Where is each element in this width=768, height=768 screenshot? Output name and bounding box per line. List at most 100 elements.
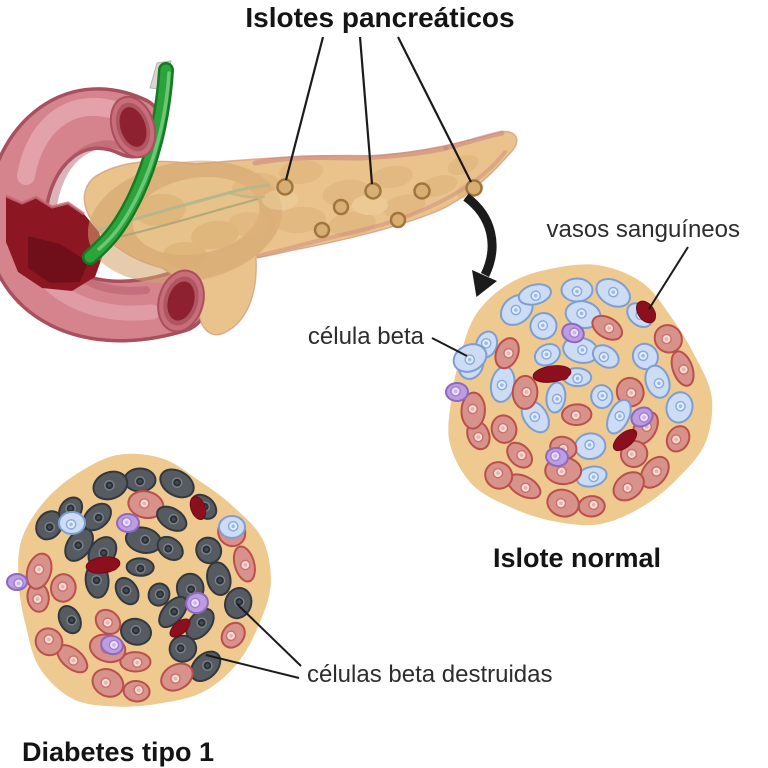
pancreatic-duct-branch2 [227, 192, 266, 199]
blood-vessel [612, 429, 638, 451]
arrow-shaft [463, 193, 497, 277]
islet-normal-illustration [445, 264, 713, 526]
title-pointer-lines [284, 36, 472, 185]
bile-duct [82, 62, 174, 265]
blood-vessel [532, 365, 572, 383]
islet-diabetes-illustration [6, 453, 271, 707]
islet-cell-purple [561, 322, 585, 344]
islet-cell-pink [577, 495, 606, 518]
destroyed-beta-cell [120, 617, 152, 646]
destruidas-pointer-line-2 [205, 654, 300, 679]
destroyed-beta-cell [123, 467, 157, 493]
label-diabetes-tipo-1: Diabetes tipo 1 [22, 737, 214, 767]
islet-cell-purple [630, 406, 654, 428]
pointer-line [397, 36, 472, 183]
arrow-head [472, 270, 497, 297]
islet-cell-pink [546, 488, 580, 518]
blood-vessel [189, 495, 207, 521]
destroyed-beta-cell [147, 582, 171, 607]
islet-cell-purple [6, 573, 28, 591]
islet-cell-pink [160, 662, 194, 692]
pancreas-lobule-texture [134, 154, 484, 268]
duodenum-opening-bottom [157, 269, 205, 333]
destroyed-beta-cell [125, 557, 155, 577]
opening-bottom-lumen [167, 281, 195, 321]
beta-cell [560, 277, 594, 303]
bile-duct-highlight [97, 71, 171, 251]
islet-cell-pink [511, 374, 539, 410]
islet-cell-pink [591, 314, 624, 341]
islet-cell-pink [220, 621, 246, 649]
beta-cell [591, 344, 620, 369]
islet-cell-pink [94, 608, 122, 635]
destroyed-beta-cell [124, 526, 163, 554]
beta-cell [533, 343, 561, 367]
islet-cell-pink [639, 455, 670, 489]
islet-cell-pink [561, 403, 593, 427]
islet-cell-pink [25, 552, 53, 590]
islet-dot [389, 211, 407, 229]
islet-dot [313, 221, 331, 239]
destroyed-beta-cell [82, 502, 112, 532]
islet-cell-pink [494, 337, 520, 370]
islet-dot [332, 198, 350, 216]
islet-cell-pink [490, 414, 518, 444]
islet-cell-pink [665, 425, 691, 453]
islet-dot [413, 182, 431, 200]
destroyed-beta-cell [114, 576, 140, 606]
beta-cell [218, 515, 246, 539]
beta-cell [529, 312, 558, 340]
blood-vessel [169, 618, 191, 638]
islet-cell-pink [91, 668, 125, 698]
islet-dot [364, 182, 382, 200]
islet-cell-pink [34, 627, 64, 657]
beta-cell [606, 398, 632, 435]
islet-dots [276, 178, 483, 239]
label-vasos-sanguineos: vasos sanguíneos [547, 216, 740, 243]
destroyed-beta-cell [57, 605, 82, 635]
beta-cell [58, 511, 86, 535]
pointer-line [284, 36, 325, 181]
islet-cell-purple [116, 513, 140, 533]
destroyed-beta-cell [206, 561, 232, 597]
islet-cell-pink [119, 651, 152, 673]
label-celulas-beta-destruidas: células beta destruidas [307, 661, 552, 688]
islet-cell-pink [506, 473, 542, 500]
islet-cell-pink [506, 441, 533, 469]
beta-cell [590, 384, 614, 410]
duodenum-highlight-top [17, 97, 127, 185]
pancreas-edge-tint-tail [443, 130, 505, 151]
destruidas-pointer-line-1 [236, 603, 302, 667]
islet-cell-pink [49, 573, 77, 603]
destroyed-beta-cell [189, 650, 222, 682]
islet-cell-purple [445, 382, 469, 402]
islet-cell-pink [122, 679, 151, 703]
pancreas-edge-tint-bottom [256, 150, 507, 258]
islet-cell-purple [545, 446, 569, 468]
opening-top-lumen [119, 107, 147, 147]
islet-cell-pink [127, 490, 165, 520]
destroyed-beta-cell [156, 535, 184, 561]
islet-cell-pink [232, 545, 256, 583]
destroyed-beta-cell [35, 510, 64, 541]
beta-cell [452, 343, 488, 373]
pancreatic-duct-branch [117, 198, 259, 238]
destroyed-beta-cell [92, 470, 129, 501]
beta-cell [631, 342, 659, 371]
vasos-pointer-line [648, 246, 689, 310]
islet-cell-purple [185, 591, 209, 615]
annotation-lines [205, 246, 689, 679]
diagram-title: Islotes pancreáticos [245, 2, 514, 33]
islet-cell-pink [653, 324, 683, 354]
duodenum-cut-edge [5, 194, 85, 216]
pointer-line [358, 36, 374, 185]
islet-cell-pink [460, 391, 486, 430]
islet-dot [465, 179, 483, 197]
islet-cell-pink [612, 471, 645, 502]
duodenum-opening-top [109, 95, 157, 159]
destroyed-beta-cell [168, 634, 198, 663]
beta-cell [644, 364, 671, 399]
label-celula-beta: célula beta [308, 323, 425, 350]
